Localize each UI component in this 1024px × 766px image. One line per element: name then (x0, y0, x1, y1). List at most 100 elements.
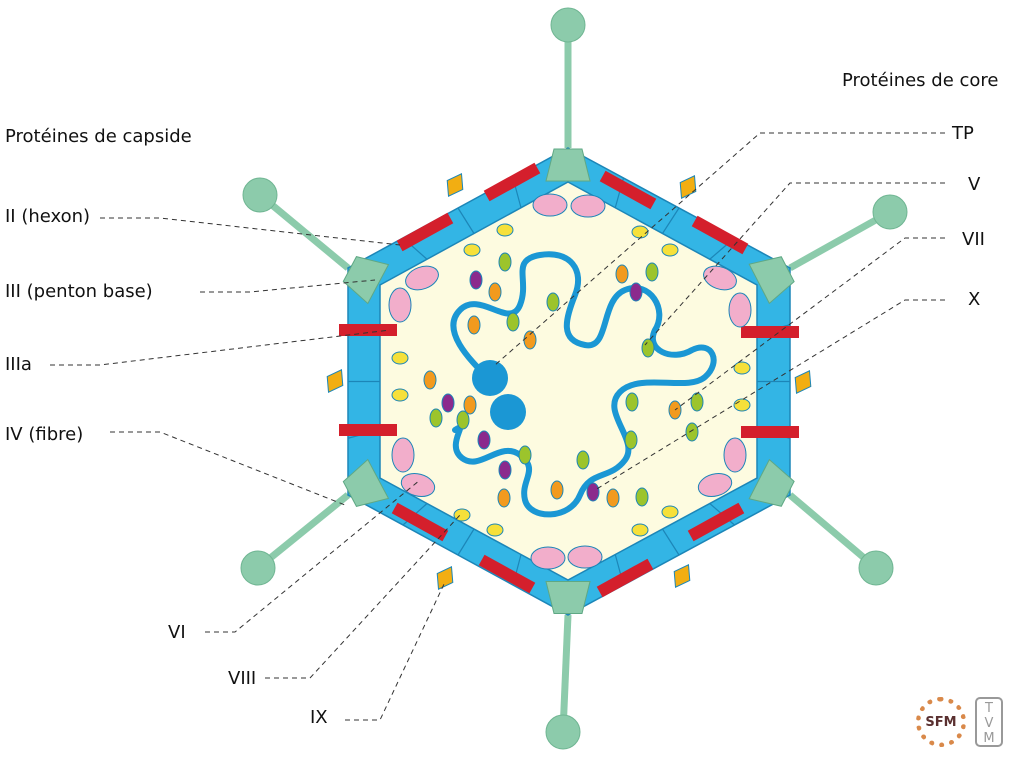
protein-ix (679, 174, 697, 200)
leader-line (110, 431, 346, 506)
terminal-protein-tp (472, 360, 508, 396)
penton-base (342, 256, 390, 305)
protein-v (497, 488, 511, 508)
fibre-shaft (257, 192, 351, 271)
protein-viii (733, 361, 751, 375)
leader-line (100, 217, 401, 246)
protein-x (469, 270, 483, 290)
terminal-protein-tp (490, 394, 526, 430)
protein-iiia-bar (391, 502, 449, 542)
protein-viii (631, 523, 649, 537)
protein-v (423, 370, 437, 390)
fibre-knob (872, 194, 908, 230)
protein-ix (673, 563, 691, 589)
label-penton-base: III (penton base) (5, 281, 153, 302)
sfm-logo: SFM (916, 697, 966, 747)
protein-v (467, 315, 481, 335)
fibre-knob (242, 177, 278, 213)
protein-viii (391, 388, 409, 402)
label-fibre: IV (fibre) (5, 424, 84, 445)
fibre-shaft (559, 614, 572, 733)
protein-vii (685, 422, 699, 442)
protein-iiia-bar (478, 554, 536, 594)
viral-dna (450, 251, 717, 518)
penton-base (545, 148, 591, 182)
leader-line (265, 514, 461, 679)
protein-v (488, 282, 502, 302)
protein-viii (661, 505, 679, 519)
protein-vii (518, 445, 532, 465)
label-ix: IX (310, 707, 328, 728)
hexon-divider (457, 528, 475, 556)
leader-line (644, 182, 945, 346)
protein-vii (546, 292, 560, 312)
protein-iiia-bar (599, 170, 657, 210)
protein-viii (631, 225, 649, 239)
protein-vii (576, 450, 590, 470)
label-hexon: II (hexon) (5, 206, 91, 227)
protein-vii (506, 312, 520, 332)
protein-vii (625, 392, 639, 412)
protein-vi (703, 265, 737, 291)
protein-ix (794, 369, 812, 395)
protein-vi (530, 546, 566, 570)
protein-iiia-bar (741, 326, 799, 338)
protein-v (463, 395, 477, 415)
penton-base (545, 581, 591, 614)
protein-vi (697, 472, 733, 498)
protein-vi (532, 193, 568, 217)
protein-vi (405, 265, 439, 291)
capsid-proteins-heading: Protéines de capside (5, 126, 192, 147)
fibre-knob (550, 7, 586, 43)
protein-vii (641, 338, 655, 358)
protein-vii (624, 430, 638, 450)
label-x: X (968, 289, 981, 310)
hexon-divider (661, 207, 680, 234)
leader-line (50, 329, 391, 366)
protein-viii (733, 398, 751, 412)
leader-line (205, 479, 421, 633)
protein-vii (429, 408, 443, 428)
sfm-logo-text: SFM (925, 714, 957, 730)
protein-viii (453, 508, 471, 522)
fibre-shaft (788, 208, 892, 272)
protein-vii (635, 487, 649, 507)
protein-x (441, 393, 455, 413)
protein-x (629, 282, 643, 302)
protein-ix (326, 368, 344, 394)
protein-vi (388, 287, 412, 323)
protein-vi (391, 437, 415, 473)
protein-vi (570, 194, 606, 218)
protein-vii (645, 262, 659, 282)
leader-line (674, 237, 945, 411)
leader-line (494, 132, 945, 366)
protein-ix (446, 172, 464, 198)
penton-base (748, 458, 795, 507)
protein-iiia-bar (339, 324, 397, 336)
label-vii: VII (962, 229, 985, 250)
protein-vii (498, 252, 512, 272)
fibre-shaft (255, 492, 351, 571)
label-iiia: IIIa (5, 354, 32, 375)
protein-vi (567, 545, 603, 569)
label-viii: VIII (228, 668, 257, 689)
protein-vi (723, 437, 747, 473)
protein-viii (391, 351, 409, 365)
protein-vii (456, 410, 470, 430)
protein-x (498, 460, 512, 480)
leader-line (345, 581, 446, 721)
label-vi: VI (168, 622, 186, 643)
label-v: V (968, 174, 981, 195)
protein-iiia-bar (687, 502, 745, 542)
protein-viii (486, 523, 504, 537)
protein-iiia-bar (339, 424, 397, 436)
core-proteins-heading: Protéines de core (842, 70, 999, 91)
label-tp: TP (952, 123, 974, 144)
protein-viii (496, 223, 514, 237)
leader-line (594, 299, 945, 491)
protein-vii (690, 392, 704, 412)
protein-x (586, 482, 600, 502)
